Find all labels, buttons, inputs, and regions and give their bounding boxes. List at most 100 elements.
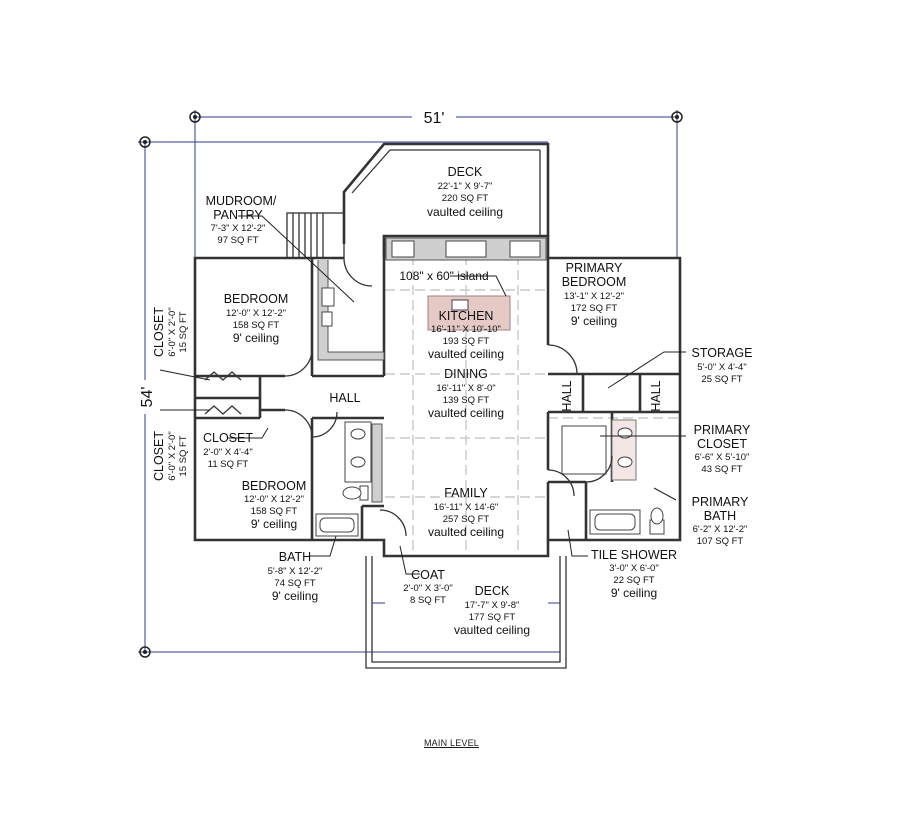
- room-label-closet-3: CLOSET 2'-0" X 4'-4" 11 SQ FT: [203, 431, 253, 470]
- room-area: 139 SQ FT: [443, 395, 490, 406]
- room-label-bedroom-1: BEDROOM 12'-0" X 12'-2" 158 SQ FT 9' cei…: [224, 292, 289, 345]
- room-ceiling: vaulted ceiling: [428, 406, 504, 420]
- room-area: 177 SQ FT: [469, 612, 516, 623]
- room-name: MUDROOM/: [206, 194, 277, 208]
- room-dimensions: 16'-11" X 8'-0": [436, 383, 495, 394]
- bottom-deck-outline: [365, 556, 567, 669]
- room-label-primary-bedroom: PRIMARY BEDROOM 13'-1" X 12'-2" 172 SQ F…: [562, 261, 627, 328]
- room-area: 172 SQ FT: [571, 303, 618, 314]
- hall-labels: HALL HALL HALL: [329, 380, 663, 411]
- room-area: 15 SQ FT: [178, 435, 189, 476]
- room-name: BEDROOM: [562, 275, 627, 289]
- room-label-closet-1: CLOSET 6'-0" X 2'-0" 15 SQ FT: [152, 307, 189, 357]
- plan-caption: MAIN LEVEL: [423, 738, 480, 748]
- room-ceiling: vaulted ceiling: [427, 205, 503, 219]
- room-dimensions: 22'-1" X 9'-7": [438, 181, 493, 192]
- room-name: DECK: [448, 165, 483, 179]
- room-area: 158 SQ FT: [251, 506, 298, 517]
- toilet-icon: [342, 485, 369, 501]
- bath-fixtures: [315, 421, 383, 537]
- room-dimensions: 6'-0" X 2'-0": [167, 307, 178, 356]
- room-label-closet-2: CLOSET 6'-0" X 2'-0" 15 SQ FT: [152, 431, 189, 481]
- width-dimension: 51': [424, 110, 445, 127]
- room-dimensions: 2'-0" X 3'-0": [403, 583, 452, 594]
- room-name: FAMILY: [444, 486, 488, 500]
- room-ceiling: 9' ceiling: [251, 517, 297, 531]
- room-area: 97 SQ FT: [217, 235, 258, 246]
- room-label-primary-closet: PRIMARY CLOSET 6'-6" X 5'-10" 43 SQ FT: [694, 423, 751, 475]
- room-ceiling: 9' ceiling: [571, 314, 617, 328]
- room-dimensions: 16'-11" X 14'-6": [434, 502, 499, 513]
- toilet-icon: [649, 507, 665, 535]
- room-name: COAT: [411, 568, 445, 582]
- island-label: 108" x 60" island: [399, 269, 488, 283]
- dimension-lines: 51' 54': [135, 106, 683, 658]
- room-dimensions: 6'-2" X 12'-2": [693, 524, 748, 535]
- door-swings: [204, 257, 613, 537]
- dimension-marker: [139, 646, 151, 658]
- room-area: 220 SQ FT: [442, 193, 489, 204]
- room-area: 74 SQ FT: [274, 578, 315, 589]
- room-dimensions: 5'-0" X 4'-4": [697, 362, 746, 373]
- room-name: DINING: [444, 367, 488, 381]
- room-area: 158 SQ FT: [233, 320, 280, 331]
- room-ceiling: vaulted ceiling: [454, 623, 530, 637]
- room-area: 22 SQ FT: [613, 575, 654, 586]
- room-area: 257 SQ FT: [443, 514, 490, 525]
- room-name: BATH: [704, 509, 736, 523]
- height-dimension: 54': [139, 387, 156, 408]
- room-name: DECK: [475, 584, 510, 598]
- room-area: 107 SQ FT: [697, 536, 744, 547]
- hall-label: HALL: [560, 380, 574, 411]
- primary-bath-fixtures: [561, 419, 665, 535]
- room-dimensions: 12'-0" X 12'-2": [226, 308, 286, 319]
- room-name: KITCHEN: [439, 309, 494, 323]
- room-name: STORAGE: [692, 346, 753, 360]
- room-ceiling: vaulted ceiling: [428, 525, 504, 539]
- room-ceiling: 9' ceiling: [611, 586, 657, 600]
- leader-lines: [159, 215, 686, 575]
- room-name: CLOSET: [203, 431, 253, 445]
- room-label-mudroom: MUDROOM/ PANTRY 7'-3" X 12'-2" 97 SQ FT: [206, 194, 277, 246]
- room-label-primary-bath: PRIMARY BATH 6'-2" X 12'-2" 107 SQ FT: [692, 495, 749, 547]
- room-area: 25 SQ FT: [701, 374, 742, 385]
- kitchen-fixtures: [317, 237, 547, 361]
- room-area: 8 SQ FT: [410, 595, 446, 606]
- hall-label: HALL: [649, 380, 663, 411]
- room-label-coat: COAT 2'-0" X 3'-0" 8 SQ FT: [403, 568, 452, 606]
- beam-lines: [385, 240, 680, 555]
- room-label-storage: STORAGE 5'-0" X 4'-4" 25 SQ FT: [692, 346, 753, 385]
- room-name: BEDROOM: [224, 292, 289, 306]
- room-area: 43 SQ FT: [701, 464, 742, 475]
- room-name: TILE SHOWER: [591, 548, 677, 562]
- room-area: 11 SQ FT: [208, 459, 249, 470]
- room-area: 15 SQ FT: [178, 311, 189, 352]
- hall-label: HALL: [329, 391, 360, 405]
- deck-stairs: [286, 212, 345, 259]
- room-label-bedroom-2: BEDROOM 12'-0" X 12'-2" 158 SQ FT 9' cei…: [242, 479, 307, 531]
- room-name: CLOSET: [697, 437, 747, 451]
- room-dimensions: 6'-0" X 2'-0": [167, 431, 178, 480]
- room-name: PRIMARY: [694, 423, 751, 437]
- room-label-tile-shower: TILE SHOWER 3'-0" X 6'-0" 22 SQ FT 9' ce…: [591, 548, 677, 600]
- room-label-bath: BATH 5'-8" X 12'-2" 74 SQ FT 9' ceiling: [268, 550, 323, 603]
- room-name: BATH: [279, 550, 311, 564]
- room-name: PRIMARY: [692, 495, 749, 509]
- room-label-family: FAMILY 16'-11" X 14'-6" 257 SQ FT vaulte…: [428, 486, 504, 539]
- room-label-kitchen: 108" x 60" island KITCHEN 16'-11" X 10'-…: [399, 269, 504, 361]
- room-dimensions: 6'-6" X 5'-10": [695, 452, 750, 463]
- room-label-dining: DINING 16'-11" X 8'-0" 139 SQ FT vaulted…: [428, 367, 504, 420]
- room-name: CLOSET: [152, 431, 166, 481]
- room-dimensions: 13'-1" X 12'-2": [564, 291, 624, 302]
- room-name: CLOSET: [152, 307, 166, 357]
- room-name: PANTRY: [213, 208, 263, 222]
- room-label-deck-top: DECK 22'-1" X 9'-7" 220 SQ FT vaulted ce…: [427, 165, 503, 219]
- room-dimensions: 2'-0" X 4'-4": [203, 447, 252, 458]
- room-name: PRIMARY: [566, 261, 623, 275]
- room-dimensions: 16'-11" X 10'-10": [431, 324, 501, 335]
- room-area: 193 SQ FT: [443, 336, 490, 347]
- room-name: BEDROOM: [242, 479, 307, 493]
- room-ceiling: 9' ceiling: [272, 589, 318, 603]
- room-label-deck-bottom: DECK 17'-7" X 9'-8" 177 SQ FT vaulted ce…: [454, 584, 530, 637]
